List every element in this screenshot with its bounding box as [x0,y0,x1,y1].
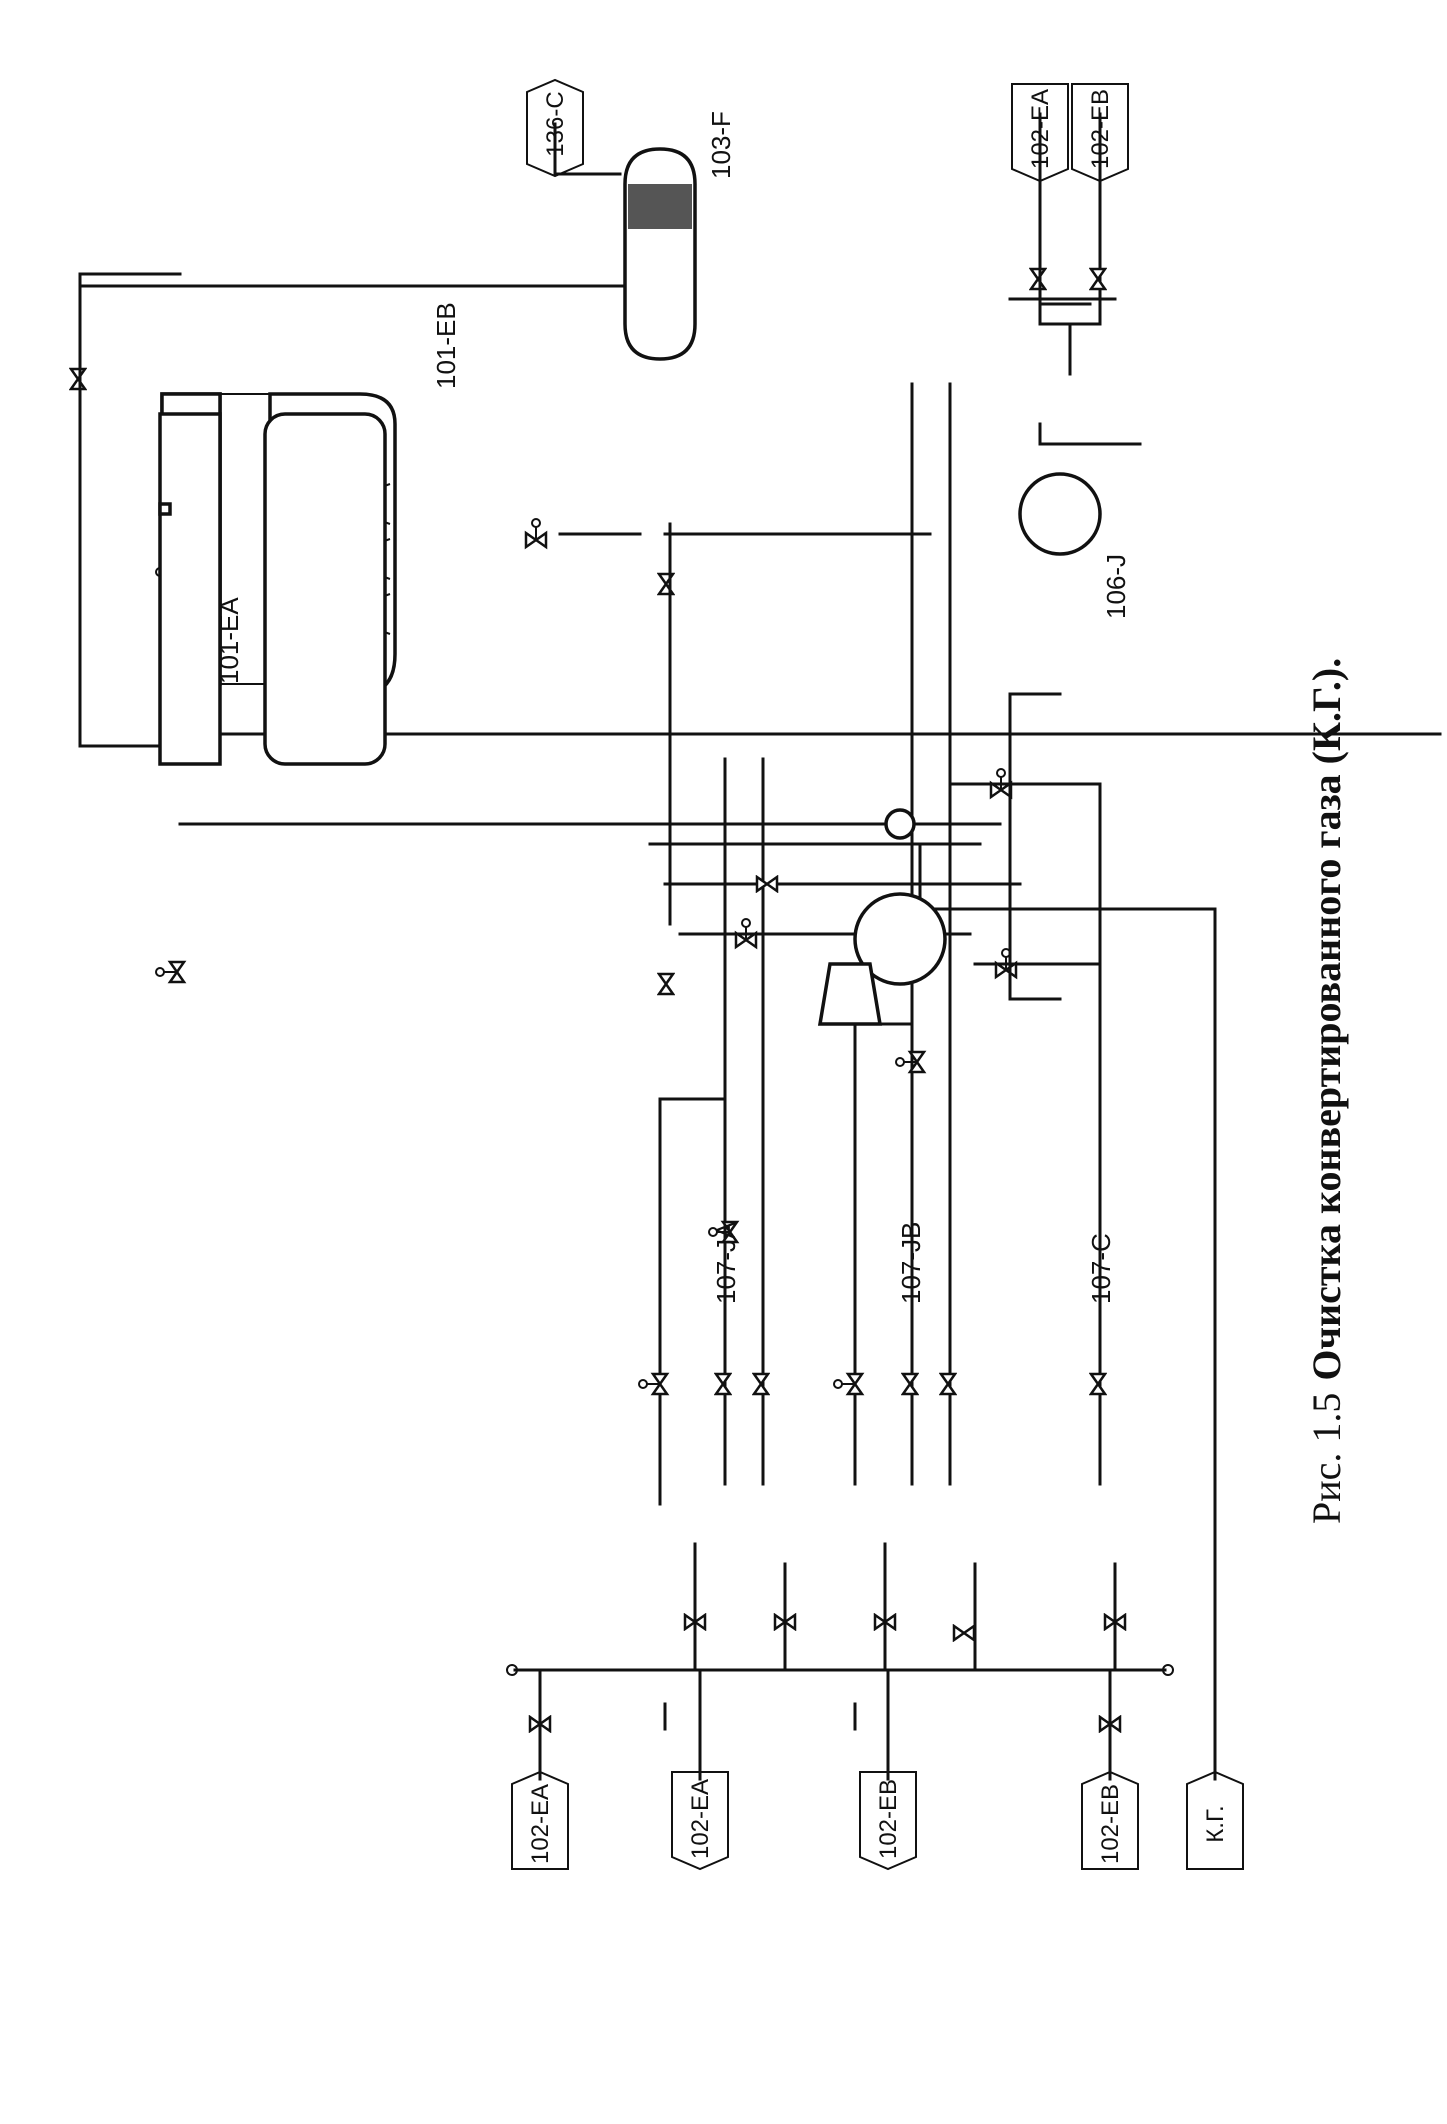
valve-107jb-suction [952,1624,976,1642]
equipment [158,147,1102,1026]
connector-102ea-left-1: 102-EA [511,1770,569,1870]
header-end-cap-top [506,1664,518,1676]
106j-pump-body [1018,472,1102,556]
valve-102ea-top [1029,267,1047,291]
valve-crossover-mid-a [657,972,675,996]
connector-102ea-left-2: 102-EA [671,1771,729,1871]
cvalve-107jb-to-101eb [895,1050,926,1074]
header-end-cap-bottom [1162,1664,1174,1676]
connector-102eb-left-1: 102-EB [859,1771,917,1871]
connector-102ea-left-2-label: 102-EA [687,1779,714,1859]
101ea-transition [220,393,270,685]
cvalve-crossover-b [155,960,186,984]
figure-caption: Рис. 1.5 Очистка конвертированного газа (… [1304,658,1349,1524]
cvalve-107jb-bypass [833,1372,864,1396]
107ja-pump-body [853,892,947,986]
103f-drum [623,147,697,361]
107ja-motor [884,808,916,840]
label-106j: 106-J [1101,554,1131,619]
pump-107ja [817,808,947,1026]
connector-136c: 136-C [526,78,584,178]
connector-102ea-top-label: 102-EA [1027,89,1054,169]
equipment-labels: 101-EA 101-EB 103-F 106-J 107-JA 107-JB … [214,111,1131,1304]
connector-102eb-top: 102-EB [1071,83,1129,183]
pump-106j [1018,472,1102,556]
101ea-top-section [158,412,222,766]
101eb-marker [158,502,172,516]
connector-102eb-left-2: 102-EB [1081,1770,1139,1870]
101ea-bottom-section [263,412,387,766]
connector-102ea-left-1-label: 102-EA [527,1784,554,1864]
connector-102ea-top: 102-EA [1011,83,1069,183]
column-101ea [158,412,387,766]
cvalve-107ja-bypass [638,1372,669,1396]
connector-102eb-top-label: 102-EB [1087,89,1114,169]
103f-mesh [628,184,692,229]
piping [69,112,1442,1781]
connector-102eb-left-2-label: 102-EB [1097,1784,1124,1864]
valve-107c [1089,1372,1107,1396]
label-101eb: 101-EB [431,302,461,389]
label-107c: 107-C [1086,1233,1116,1304]
caption-prefix: Рис. 1.5 [1304,1393,1349,1524]
label-107jb: 107-JB [896,1222,926,1304]
connector-136c-label: 136-C [542,91,569,156]
label-107ja: 107-JA [711,1221,741,1304]
valve-107jb-discharge [901,1372,919,1396]
separator-103f [623,147,697,361]
label-101ea: 101-EA [214,597,244,684]
connector-kg-label: К.Г. [1202,1805,1229,1842]
caption-title: Очистка конвертированного газа (К.Г.). [1304,658,1349,1381]
connector-kg: К.Г. [1186,1770,1244,1870]
valve-107jb-return [939,1372,957,1396]
valve-101ea-rich [755,875,779,893]
connectors: 136-C 102-EA 102-EB 102-EA 102-EA 102-EB… [511,78,1244,1871]
valve-107ja-discharge [714,1372,732,1396]
label-103f: 103-F [706,111,736,179]
connector-102eb-left-1-label: 102-EB [875,1779,902,1859]
valve-102eb-top [1089,267,1107,291]
valve-107ja-return [752,1372,770,1396]
column-101eb [158,502,172,516]
107ja-turbine [817,962,883,1026]
valve-101eb-outlet [69,367,87,391]
caption-text: Рис. 1.5 Очистка конвертированного газа (… [1304,658,1349,1524]
cvalve-101eb-semi [524,518,548,549]
